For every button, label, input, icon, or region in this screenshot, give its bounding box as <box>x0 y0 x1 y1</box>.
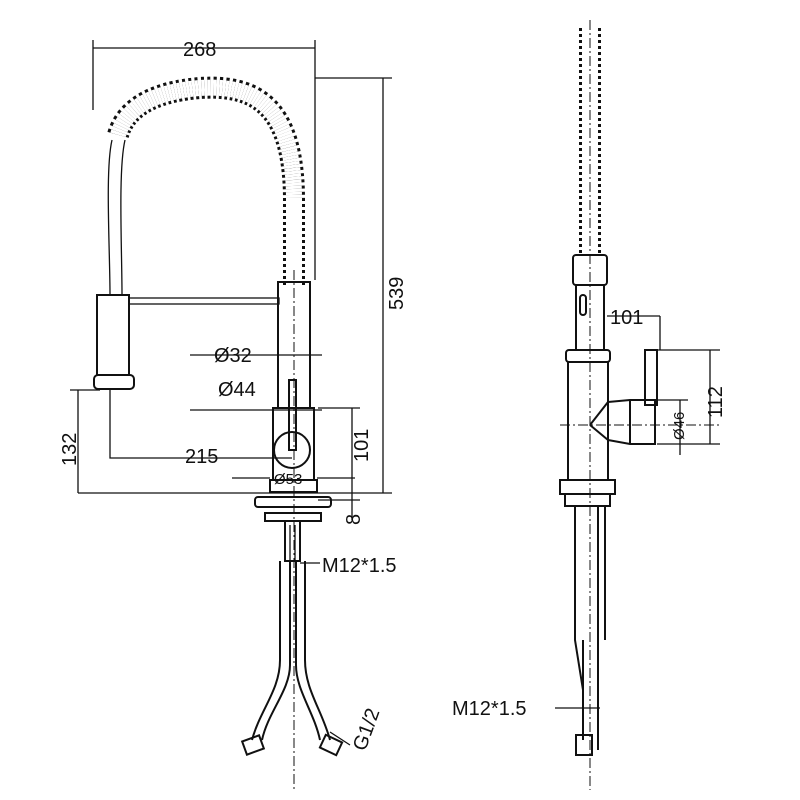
dim-101: 101 <box>351 429 373 462</box>
shank <box>284 520 301 562</box>
dim-g12: G1/2 <box>349 705 385 753</box>
dim-d44: Ø44 <box>218 379 256 401</box>
spray-head <box>96 294 130 376</box>
dim-m12-front: M12*1.5 <box>322 555 397 577</box>
dim-d32: Ø32 <box>214 345 252 367</box>
dim-8: 8 <box>343 514 365 525</box>
side-view: 101 112 Ø46 M12*1.5 <box>452 20 727 790</box>
dim-112: 112 <box>705 386 727 418</box>
supply-hoses <box>251 561 331 741</box>
dim-215: 215 <box>185 446 218 468</box>
dim-268: 268 <box>183 39 216 61</box>
side-hose <box>574 506 606 750</box>
front-view: 268 539 Ø32 Ø44 101 132 215 Ø53 8 M12*1.… <box>59 39 408 790</box>
handle-hub <box>273 431 311 469</box>
side-body <box>567 361 609 481</box>
dim-101-side: 101 <box>610 307 643 329</box>
hose-tube <box>107 139 126 296</box>
dim-d46: Ø46 <box>671 412 688 440</box>
holder-bar <box>128 297 280 305</box>
lever <box>288 379 297 451</box>
dim-132: 132 <box>59 433 81 466</box>
side-spout <box>589 399 656 445</box>
side-handle <box>644 349 658 406</box>
dim-d53: Ø53 <box>274 471 302 488</box>
dim-m12-side: M12*1.5 <box>452 698 527 720</box>
dim-539: 539 <box>386 277 408 310</box>
